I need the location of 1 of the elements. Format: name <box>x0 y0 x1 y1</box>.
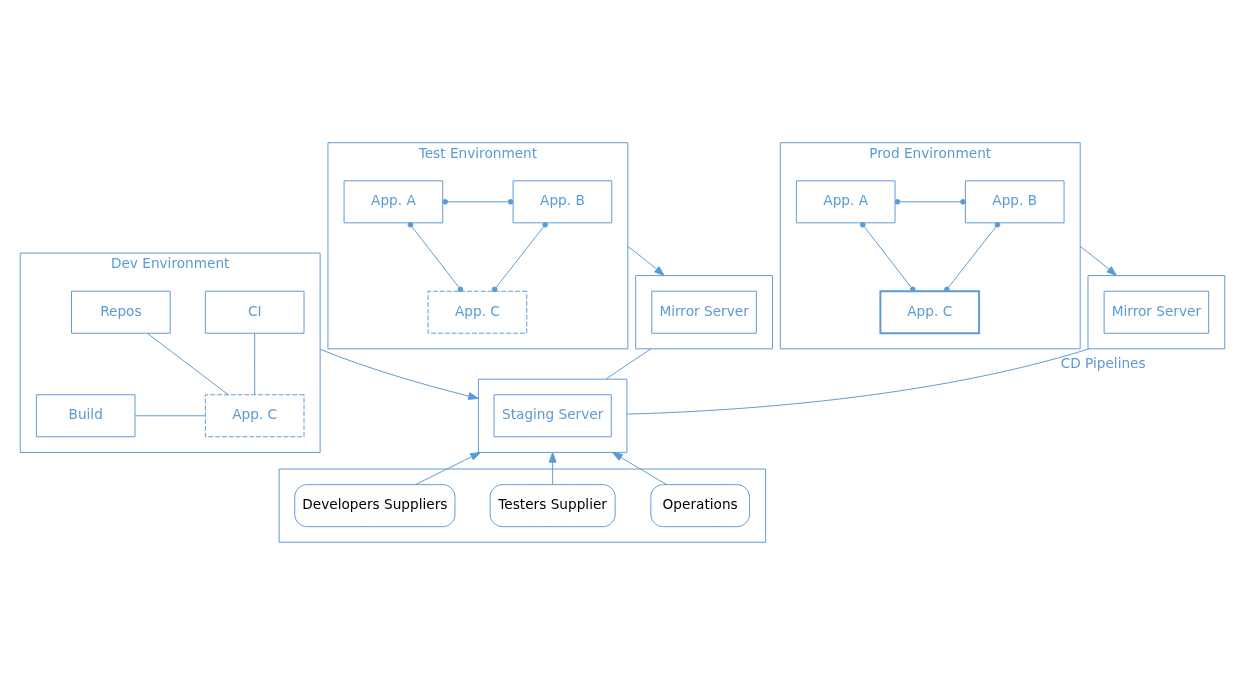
edge-label: CD Pipelines <box>1060 354 1146 371</box>
